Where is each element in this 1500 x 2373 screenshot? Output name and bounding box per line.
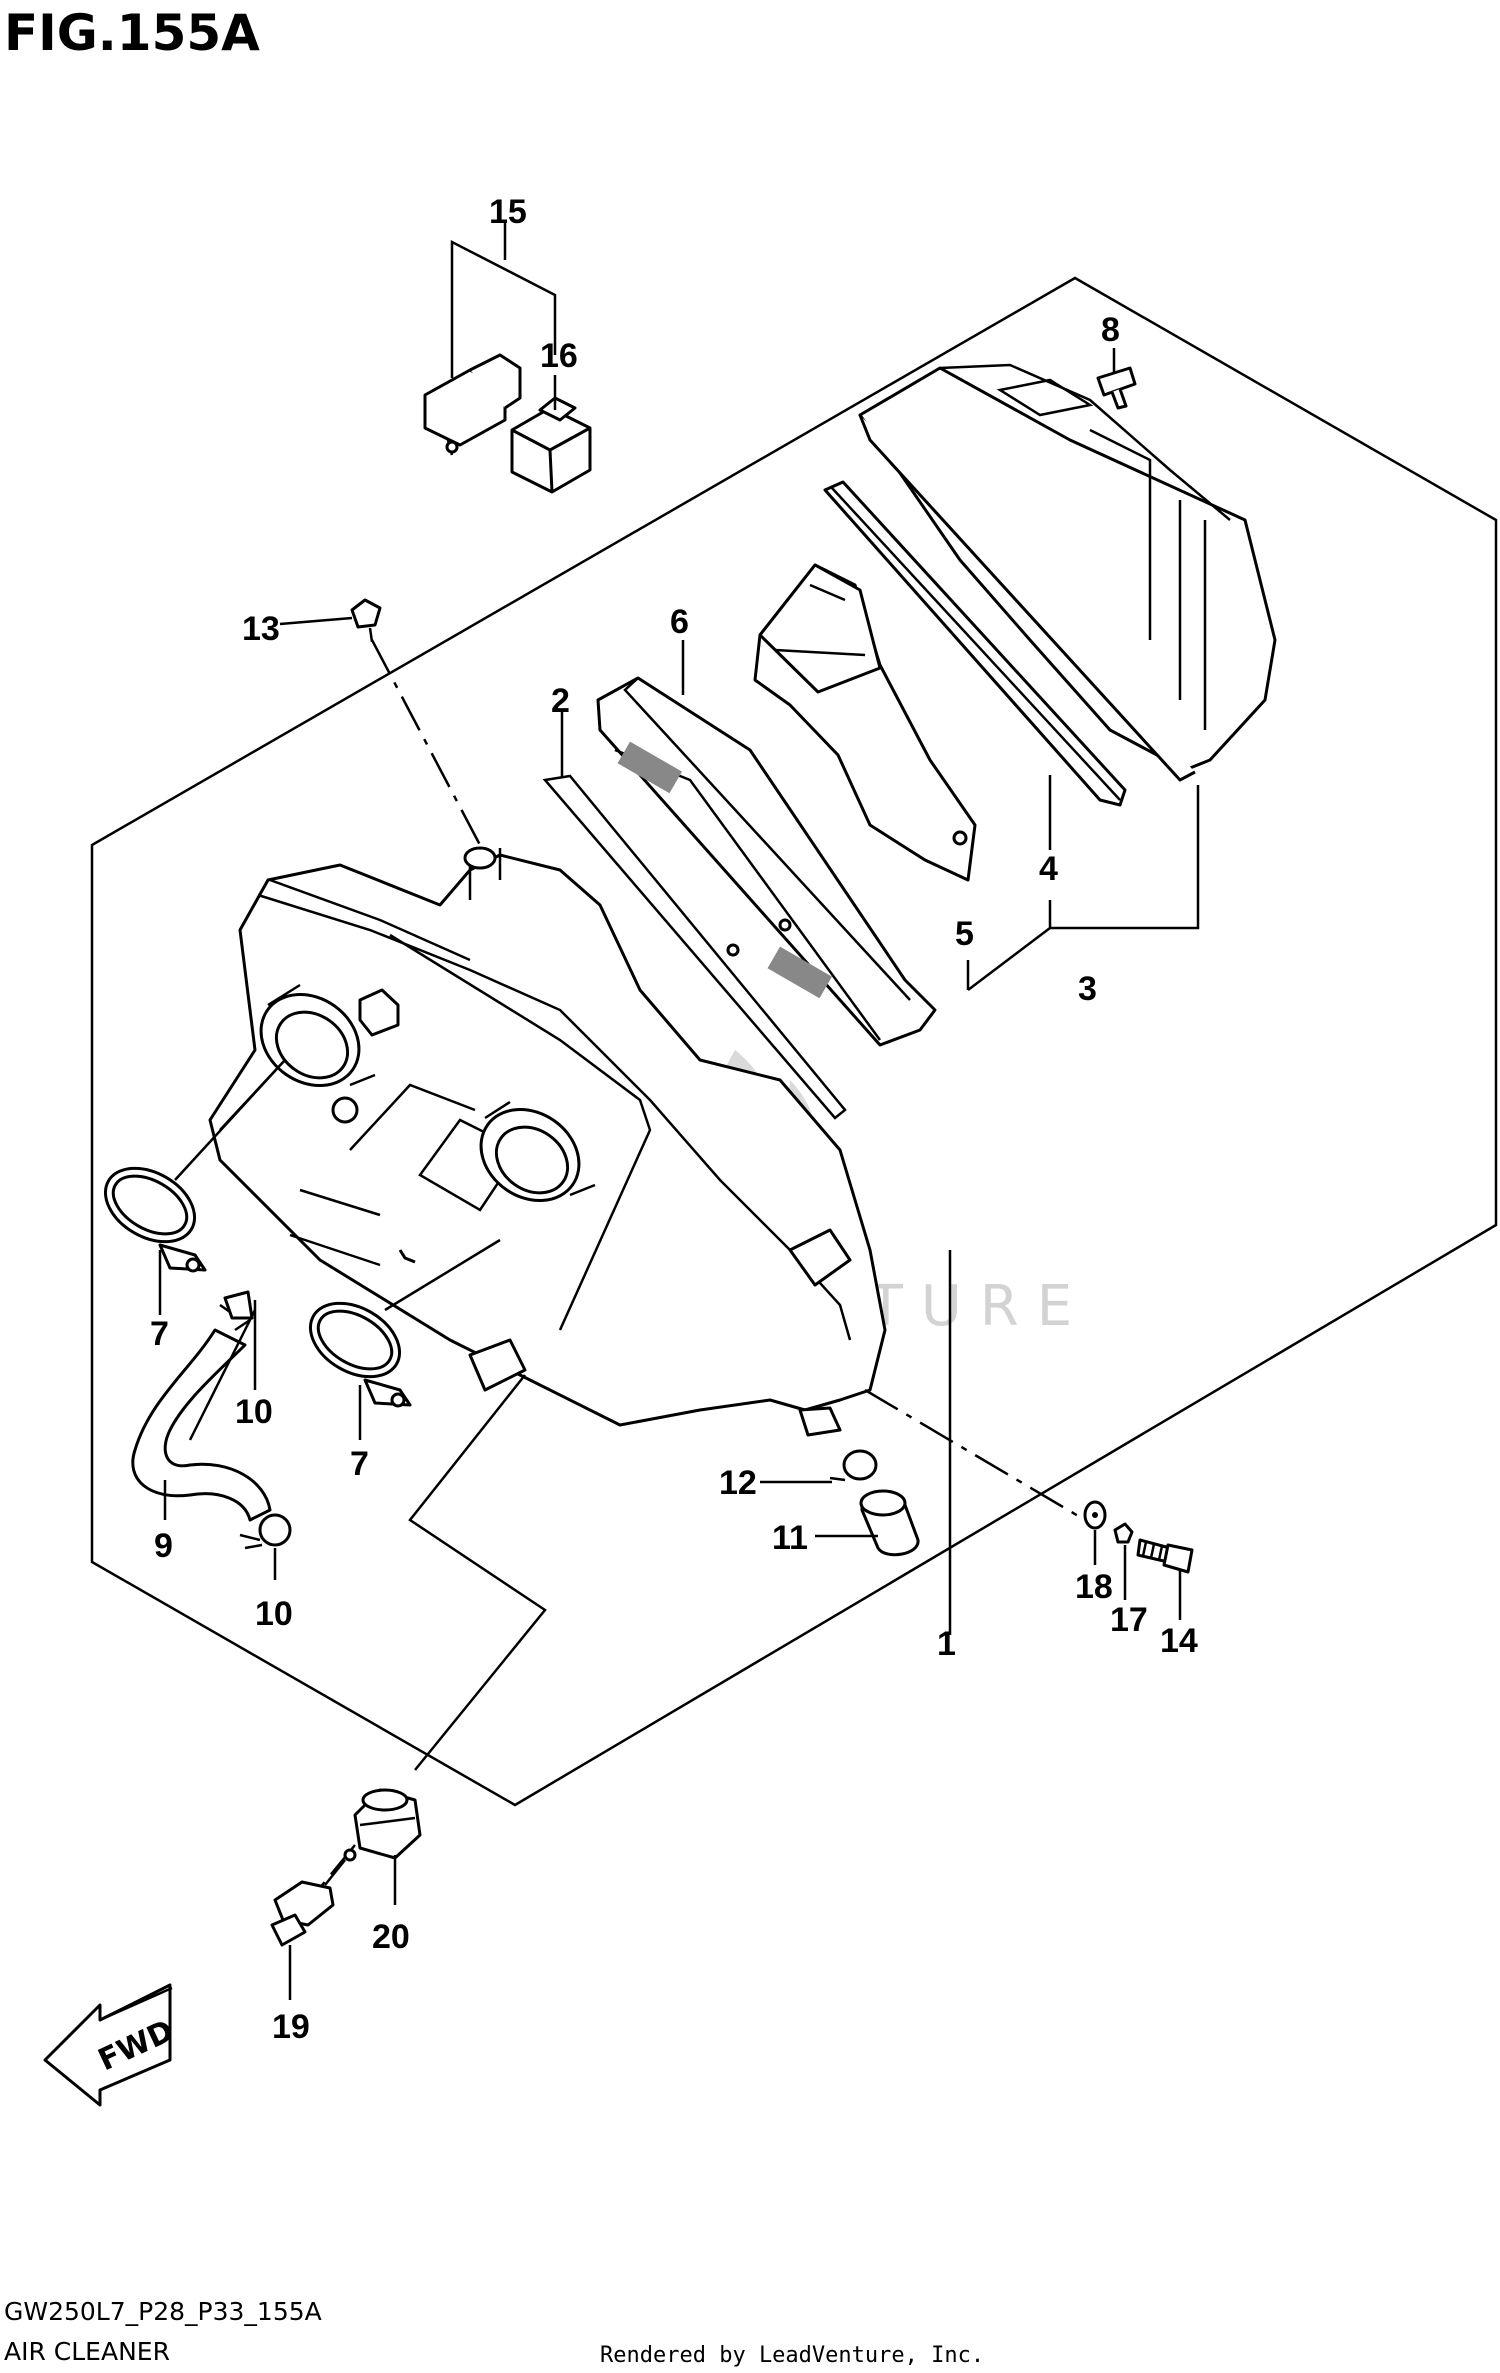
figure-title: FIG.155A <box>4 4 260 62</box>
assembly-outline <box>90 276 1498 1807</box>
figure-code: GW250L7_P28_P33_155A <box>4 2297 322 2326</box>
callout-19: 19 <box>272 2008 310 2046</box>
part-19-sensor <box>270 1848 357 1947</box>
part-1-joint-right <box>479 1100 596 1203</box>
callout-18: 16 <box>540 337 578 375</box>
assembly-line-14 <box>864 1388 1086 1522</box>
callout-13: 13 <box>242 610 280 648</box>
callout-8: 8 <box>1101 311 1120 349</box>
part-18-coupler <box>510 396 592 494</box>
part-9-drain-hose <box>131 1318 272 1522</box>
callout-3: 3 <box>1078 970 1097 1008</box>
callout-7-right: 7 <box>350 1445 369 1483</box>
callout-16: 18 <box>1075 1568 1113 1606</box>
part-8-screw <box>1096 366 1137 410</box>
part-1-joint-left <box>259 983 376 1088</box>
assembly-line-13 <box>370 639 482 846</box>
part-11-drain-cap <box>859 1489 920 1557</box>
callout-15: 17 <box>1110 1601 1148 1639</box>
part-15-washer <box>1113 1522 1134 1544</box>
callout-5: 5 <box>955 915 974 953</box>
part-14-bolt <box>1136 1538 1194 1574</box>
part-7-clamp-right <box>308 1301 412 1408</box>
callout-14: 14 <box>1160 1622 1198 1660</box>
leader-20-bracket <box>408 1374 547 1771</box>
part-6-filter-element <box>596 676 937 1047</box>
callout-11: 11 <box>772 1519 808 1557</box>
callout-7-left: 7 <box>150 1315 169 1353</box>
leader-3-bracket <box>1048 785 1200 930</box>
part-12-clamp <box>829 1449 878 1482</box>
leader-9-bracket <box>188 1309 257 1441</box>
leader-13 <box>279 616 353 626</box>
part-20-grommet <box>353 1788 422 1860</box>
render-credit: Rendered by LeadVenture, Inc. <box>600 2343 984 2368</box>
callout-17: 15 <box>489 193 527 231</box>
leader-17-bracket <box>450 239 557 378</box>
part-5-intake-duct <box>753 563 977 882</box>
fwd-arrow-icon: FWD <box>43 1983 179 2107</box>
leader-3-join <box>967 927 1051 991</box>
leader-7-left-bracket <box>174 1059 286 1181</box>
part-13-screw <box>350 598 382 643</box>
callout-10-upper: 10 <box>235 1393 273 1431</box>
callout-4: 4 <box>1039 850 1058 888</box>
callout-2: 2 <box>551 682 570 720</box>
callout-20: 20 <box>372 1918 410 1956</box>
leader-7-right-joint <box>384 1238 501 1312</box>
callout-1: 1 <box>937 1625 956 1663</box>
part-7-clamp-left <box>103 1166 207 1273</box>
callout-10-lower: 10 <box>255 1595 293 1633</box>
callout-6: 6 <box>670 603 689 641</box>
part-10-clip-upper <box>219 1290 254 1320</box>
part-3-case-cap <box>858 363 1277 782</box>
part-17-sensor <box>423 353 522 456</box>
callout-9: 9 <box>154 1527 173 1565</box>
part-16-washer <box>1083 1500 1107 1530</box>
callout-12: 12 <box>719 1464 757 1502</box>
part-4-gasket <box>823 480 1127 807</box>
part-10-clip-lower <box>239 1513 292 1550</box>
figure-name: AIR CLEANER <box>4 2337 170 2366</box>
